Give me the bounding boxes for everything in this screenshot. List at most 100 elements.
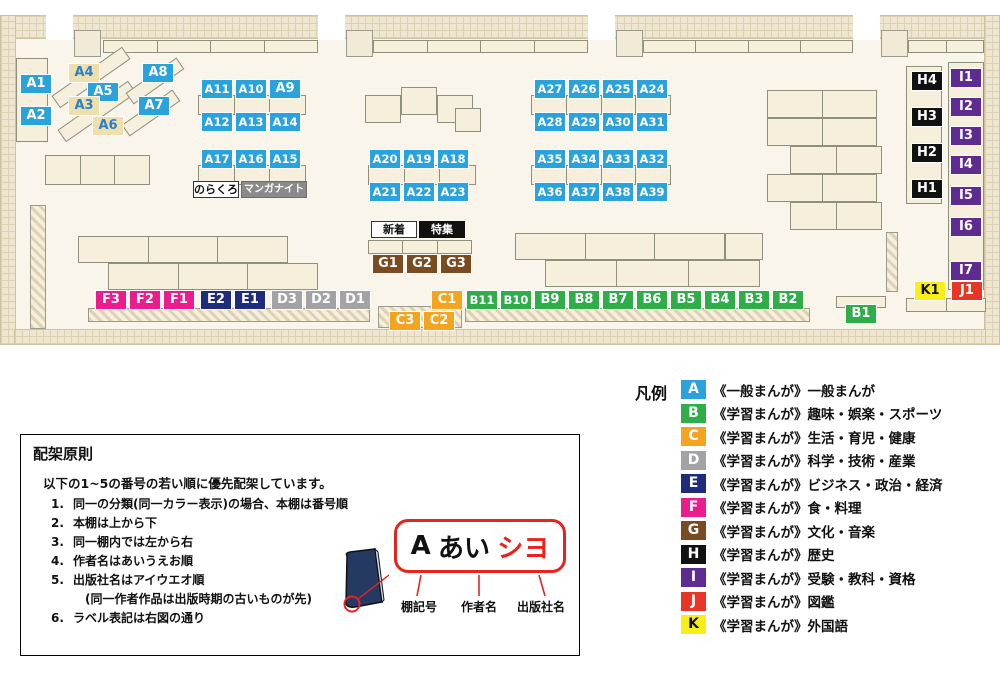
shelf-cell <box>104 41 158 52</box>
shelf-label-G1: G1 <box>372 254 404 274</box>
rule-text: 同一の分類(同一カラー表示)の場合、本棚は番号順 <box>73 497 348 511</box>
shelf-label-A29: A29 <box>568 112 600 132</box>
shelf-label-A10: A10 <box>235 79 267 99</box>
principle-rule: 6. ラベル表記は右図の通り <box>51 609 348 628</box>
shelf <box>531 165 671 185</box>
shelf-label-E1: E1 <box>234 290 266 310</box>
legend-label: 《学習まんが》生活・育児・健康 <box>713 430 916 447</box>
shelf-cell <box>179 264 249 289</box>
shelf <box>531 95 671 115</box>
wall <box>0 15 16 345</box>
shelf-cell <box>567 96 602 114</box>
shelf-cell <box>837 147 882 173</box>
shelf-cell <box>586 234 656 259</box>
shelf-label-C3: C3 <box>389 311 421 331</box>
shelf-label-A14: A14 <box>269 112 301 132</box>
shelf <box>767 118 877 146</box>
shelf <box>455 108 481 132</box>
shelf <box>16 58 48 142</box>
legend-label: 《学習まんが》ビジネス・政治・経済 <box>713 477 943 494</box>
legend-color-box: A <box>681 380 706 400</box>
shelf-cell <box>546 261 618 286</box>
callout-lines <box>416 575 546 597</box>
shelf <box>643 40 853 53</box>
shelf <box>78 236 288 263</box>
shelf-label-A31: A31 <box>636 112 668 132</box>
shelf-hatched <box>465 308 810 322</box>
shelf-cell <box>726 234 762 259</box>
rule-text: ラベル表記は右図の通り <box>73 611 206 625</box>
legend-color-box: J <box>681 591 706 611</box>
shelf-label-I2: I2 <box>950 97 982 117</box>
legend-label: 《学習まんが》図鑑 <box>713 595 835 612</box>
shelf-cell <box>532 166 567 184</box>
shelf-label-A38: A38 <box>602 182 634 202</box>
shelf-label-H3: H3 <box>911 107 943 127</box>
shelf-label-A12: A12 <box>201 112 233 132</box>
shelf-label-K1: K1 <box>914 281 946 301</box>
rule-number: 6. <box>51 611 64 625</box>
shelf-label-H1: H1 <box>911 179 943 199</box>
shelf <box>401 87 437 115</box>
shelf <box>767 174 877 202</box>
shelf-label-A30: A30 <box>602 112 634 132</box>
shelf-label-B11: B11 <box>466 290 498 310</box>
legend-item-I: I 《学習まんが》受験・教科・資格 <box>681 566 943 590</box>
shelf-cell <box>791 147 837 173</box>
shelf-cell <box>644 41 697 52</box>
shelf-label-I1: I1 <box>950 68 982 88</box>
shelf-label-A16: A16 <box>235 149 267 169</box>
shelf-cell <box>403 241 438 253</box>
shelf-hatched <box>88 308 370 322</box>
shelf <box>545 260 760 287</box>
shelf-label-A11: A11 <box>201 79 233 99</box>
shelf-cell <box>374 41 428 52</box>
shelf-label-C1: C1 <box>431 290 463 310</box>
legend-color-box: I <box>681 568 706 588</box>
shelf-label-A15: A15 <box>269 149 301 169</box>
pillar <box>616 30 643 57</box>
label-example-shelf-code: A <box>410 531 431 561</box>
rule-subtext: (同一作者作品は出版時期の古いものが先) <box>85 592 312 606</box>
shelf-label-B3: B3 <box>738 290 770 310</box>
rule-text: 作者名はあいうえお順 <box>73 554 194 568</box>
shelf-cell <box>115 156 149 184</box>
shelf-cell <box>823 175 877 201</box>
legend-label: 《学習まんが》趣味・娯楽・スポーツ <box>713 407 943 424</box>
wall <box>14 15 986 39</box>
shelf-cell <box>535 41 588 52</box>
legend-label: 《学習まんが》受験・教科・資格 <box>713 571 916 588</box>
shelf-label-D1: D1 <box>339 290 371 310</box>
shelf-cell <box>907 299 947 311</box>
shelf-cell <box>405 166 441 184</box>
shelf <box>45 155 150 185</box>
shelf-label-A27: A27 <box>534 79 566 99</box>
shelf <box>108 263 318 290</box>
doorway <box>588 14 615 40</box>
principle-rule: 4.作者名はあいうえお順 <box>51 552 348 571</box>
shelf-label-A13: A13 <box>235 112 267 132</box>
shelf <box>908 40 984 53</box>
legend-title: 凡例 <box>635 384 668 403</box>
shelf-cell <box>438 241 471 253</box>
legend-color-box: H <box>681 544 706 564</box>
legend-label: 《学習まんが》外国語 <box>713 618 848 635</box>
shelf-label-B4: B4 <box>704 290 736 310</box>
shelf-label-B2: B2 <box>772 290 804 310</box>
shelf-label-A18: A18 <box>437 149 469 169</box>
caption-shelf-code: 棚記号 <box>401 600 438 614</box>
shelf-label-G3: G3 <box>440 254 472 274</box>
shelf-cell <box>402 88 436 114</box>
legend-item-C: C《学習まんが》生活・育児・健康 <box>681 425 943 449</box>
shelf-label-A6: A6 <box>92 116 124 136</box>
shelf <box>725 233 763 260</box>
shelf-cell <box>567 166 602 184</box>
shelf-cell <box>248 264 317 289</box>
shelf-cell <box>801 41 852 52</box>
shelf-label-I3: I3 <box>950 126 982 146</box>
shelf-label-A2: A2 <box>20 106 52 126</box>
shelf-cell <box>218 237 287 262</box>
shelf-label-A34: A34 <box>568 149 600 169</box>
shelf-label-A36: A36 <box>534 182 566 202</box>
